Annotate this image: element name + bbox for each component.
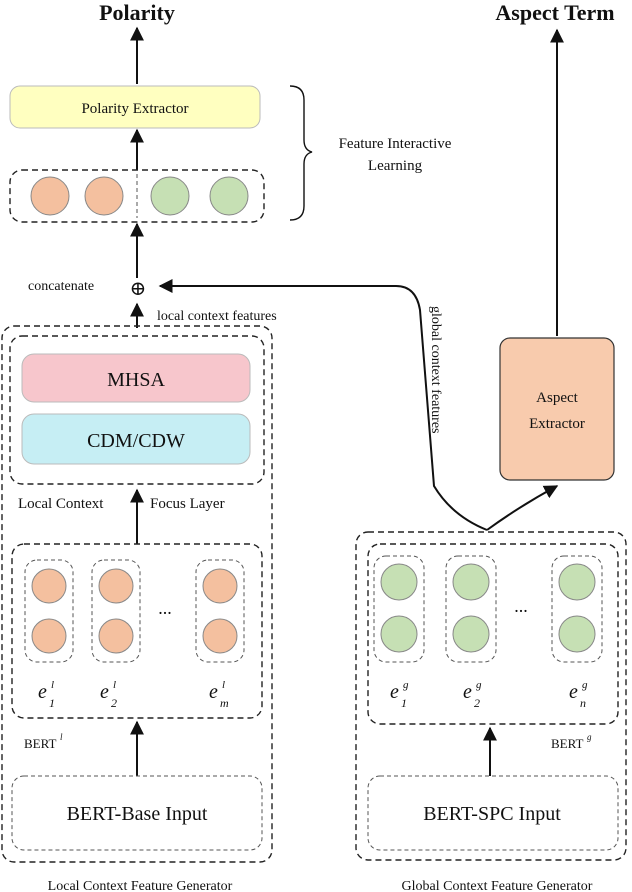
cdm-box: CDM/CDW [21, 413, 251, 465]
svg-text:l: l [222, 679, 225, 691]
local-token-column [195, 559, 245, 663]
global-feature-node [209, 176, 249, 216]
svg-text:e: e [38, 681, 47, 703]
svg-text:1: 1 [401, 696, 407, 710]
global-embedding-label-1: e g 1 [390, 679, 409, 710]
global-context-features-label: global context features [428, 306, 443, 434]
local-embedding-label-2: e l 2 [100, 679, 117, 710]
global-token-column [373, 555, 425, 663]
local-generator-box [1, 325, 273, 863]
lcf-layer-box [9, 335, 265, 485]
local-feature-node [30, 176, 70, 216]
local-feature-node [84, 176, 124, 216]
global-generator-box [355, 531, 627, 861]
svg-text:e: e [100, 681, 109, 703]
svg-text:m: m [220, 696, 229, 710]
svg-text:2: 2 [474, 696, 480, 710]
bert-global-label: BERT g [551, 732, 592, 751]
global-input-label: BERT-SPC Input [423, 803, 561, 825]
feature-learning-brace [289, 85, 313, 221]
svg-text:2: 2 [111, 696, 117, 710]
feature-learning-label-line1: Feature Interactive [339, 136, 452, 152]
global-ellipsis: ... [514, 596, 528, 616]
feature-learning-label-line2: Learning [368, 158, 423, 174]
local-input-box: BERT-Base Input [11, 775, 263, 851]
polarity-title: Polarity [99, 0, 175, 25]
svg-text:g: g [403, 679, 409, 691]
bert-local-label: BERT l [24, 732, 63, 751]
bert-global-box [367, 543, 619, 725]
svg-text:e: e [569, 681, 578, 703]
aspect-extractor-label-line1: Aspect [536, 390, 578, 406]
local-embedding-label-m: e l m [209, 679, 229, 710]
svg-text:g: g [476, 679, 482, 691]
global-token-column [445, 555, 497, 663]
cdm-label: CDM/CDW [87, 430, 185, 452]
svg-text:l: l [51, 679, 54, 691]
aspect-extractor-label-line2: Extractor [529, 416, 585, 432]
arrow-global-to-concat [158, 279, 488, 531]
global-token-column [551, 555, 603, 663]
svg-text:g: g [587, 732, 592, 742]
svg-text:g: g [582, 679, 588, 691]
polarity-extractor-box: Polarity Extractor [9, 85, 261, 129]
local-input-label: BERT-Base Input [67, 803, 208, 825]
svg-text:l: l [113, 679, 116, 691]
polarity-extractor-label: Polarity Extractor [81, 101, 188, 117]
aspect-extractor-box: Aspect Extractor [499, 337, 615, 481]
global-feature-node [150, 176, 190, 216]
lcf-label-right: Focus Layer [150, 496, 225, 512]
aspect-term-title: Aspect Term [495, 0, 614, 25]
svg-text:1: 1 [49, 696, 55, 710]
svg-text:e: e [463, 681, 472, 703]
svg-text:l: l [60, 732, 63, 742]
arrow-global-to-aspect-extractor [486, 485, 559, 531]
mhsa-label: MHSA [107, 369, 165, 391]
global-generator-label: Global Context Feature Generator [402, 879, 593, 892]
local-token-column [24, 559, 74, 663]
concatenate-label: concatenate [28, 279, 94, 294]
local-embedding-label-1: e l 1 [38, 679, 55, 710]
svg-text:e: e [390, 681, 399, 703]
local-generator-label: Local Context Feature Generator [48, 879, 233, 892]
global-embedding-label-2: e g 2 [463, 679, 482, 710]
svg-text:n: n [580, 696, 586, 710]
local-ellipsis: ... [158, 598, 172, 618]
local-token-column [91, 559, 141, 663]
concatenated-feature-group [9, 169, 265, 223]
local-context-features-label: local context features [157, 309, 277, 324]
global-input-box: BERT-SPC Input [367, 775, 619, 851]
global-embedding-label-n: e g n [569, 679, 588, 710]
lcf-label-left: Local Context [18, 496, 104, 512]
svg-text:BERT: BERT [551, 736, 584, 751]
mhsa-box: MHSA [21, 353, 251, 403]
bert-local-box [11, 543, 263, 719]
svg-text:BERT: BERT [24, 736, 57, 751]
svg-text:e: e [209, 681, 218, 703]
concat-symbol: ⊕ [130, 278, 147, 300]
